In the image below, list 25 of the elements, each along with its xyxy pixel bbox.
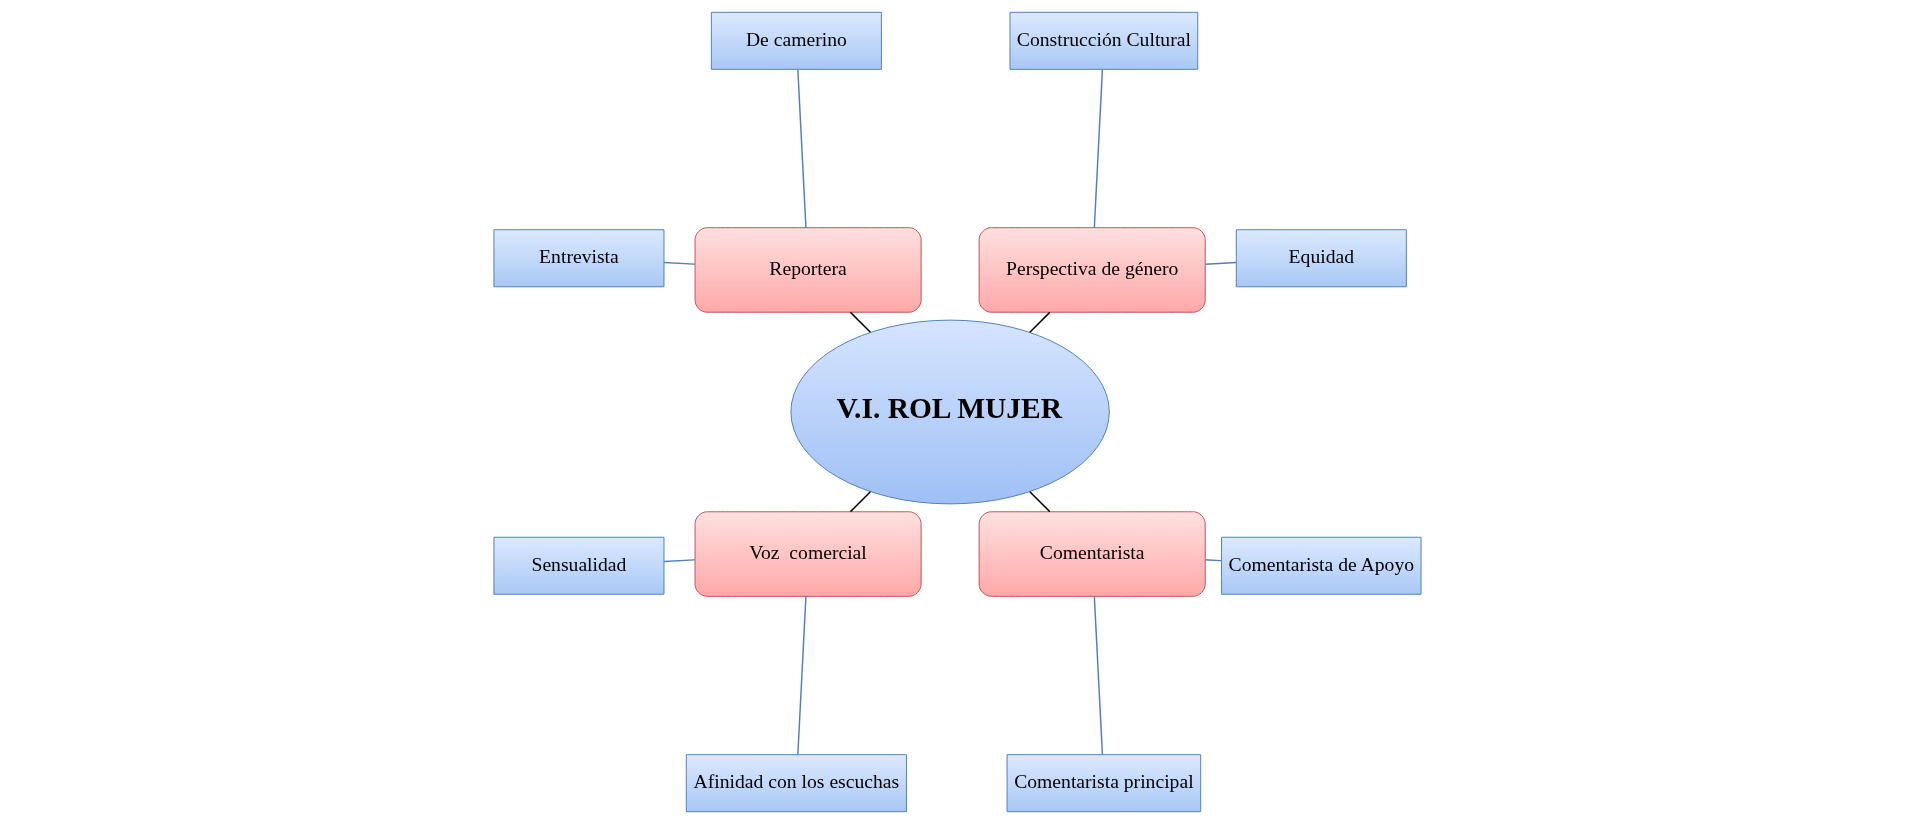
node-box: Sensualidad [493, 536, 665, 595]
connector [1204, 559, 1222, 562]
node-box: De camerino [710, 11, 882, 70]
node-box: Equidad [1235, 229, 1407, 288]
connector [797, 595, 807, 756]
node-box: Comentarista principal [1006, 754, 1202, 813]
connector [663, 261, 696, 265]
node-box: Afinidad con los escuchas [685, 754, 907, 813]
node-box: Perspectiva de género [978, 227, 1206, 313]
node-box: Comentarista [978, 511, 1206, 597]
connector [1204, 261, 1237, 265]
connector [849, 491, 872, 513]
node-box: Comentarista de Apoyo [1221, 536, 1422, 595]
connector [1029, 311, 1051, 333]
connector [797, 68, 807, 229]
node-ellipse: V.I. ROL MUJER [790, 319, 1110, 505]
node-box: Voz comercial [694, 511, 922, 597]
connector [849, 311, 872, 333]
node-box: Reportera [694, 227, 922, 313]
node-box: Construcción Cultural [1009, 11, 1199, 70]
connector [1029, 491, 1051, 513]
node-box: Entrevista [493, 229, 665, 288]
connector [663, 559, 696, 563]
connector [1093, 595, 1104, 756]
connector [1093, 68, 1104, 229]
